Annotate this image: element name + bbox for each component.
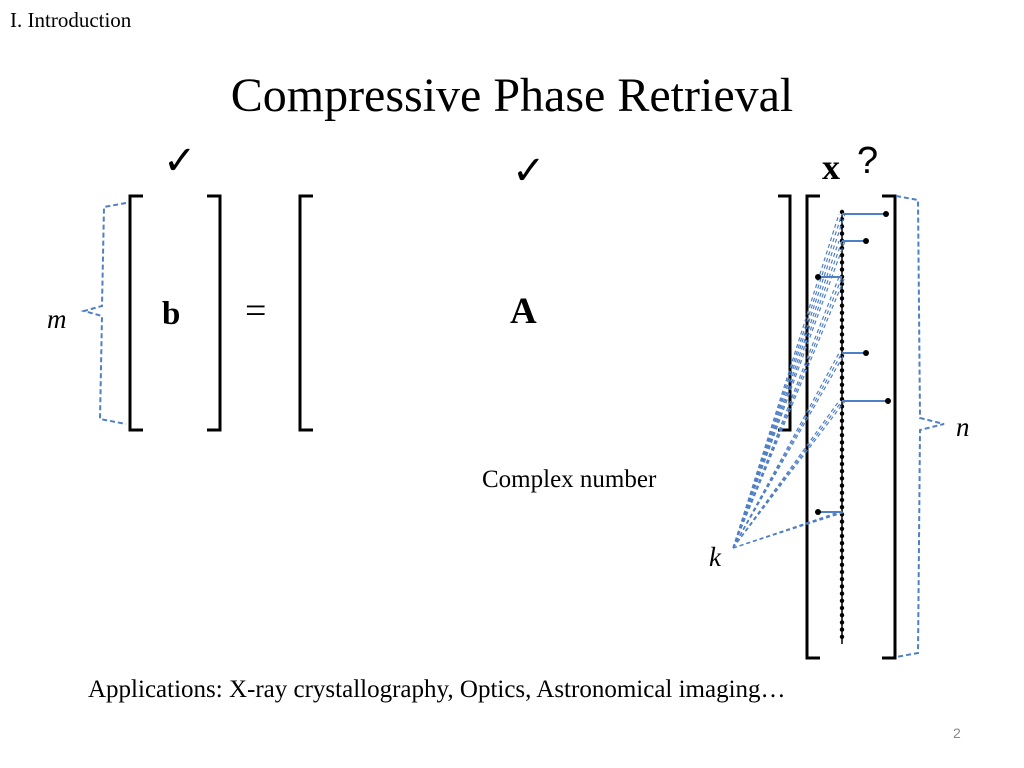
vector-entry-dot	[839, 389, 845, 395]
vector-entry-dot	[839, 253, 845, 258]
x-vector-dots	[839, 209, 845, 644]
slide-title: Compressive Phase Retrieval	[230, 69, 794, 122]
vector-entry-dot	[839, 317, 845, 323]
question-mark: ?	[857, 140, 879, 182]
k-dashed-line	[732, 400, 846, 549]
vector-entry-dot	[839, 454, 845, 459]
x-right-bracket	[882, 194, 897, 660]
vector-entry-dot	[839, 627, 845, 632]
k-dashed-line	[732, 240, 843, 549]
applications-text: Applications: X-ray crystallography, Opt…	[88, 676, 786, 703]
k-dashed-line	[732, 276, 840, 549]
nonzero-tip	[815, 274, 821, 280]
vector-entry-dot	[839, 533, 845, 539]
vector-entry-dot	[839, 411, 845, 416]
nonzero-tip	[863, 238, 869, 244]
vector-entry-dot	[839, 325, 845, 330]
equals-sign: =	[245, 290, 267, 332]
k-dashed-line	[732, 400, 840, 549]
nonzero-tip	[863, 350, 869, 356]
vector-entry-dot	[839, 505, 845, 510]
vector-entry-dot	[839, 440, 845, 445]
vector-entry-dot	[839, 548, 845, 553]
k-dashed-line	[732, 352, 843, 549]
vector-entry-dot	[839, 562, 845, 567]
checkmark-icon: ✓	[163, 138, 197, 184]
matrix-A: A	[510, 291, 537, 332]
k-dashed-line	[732, 511, 840, 549]
k-dashed-line	[732, 511, 846, 549]
vector-entry-dot	[839, 267, 845, 272]
vector-entry-dot	[839, 634, 845, 639]
label-n: n	[956, 412, 970, 442]
vector-entry-dot	[839, 519, 845, 524]
vector-entry-dot	[839, 476, 845, 481]
checkmark-icon: ✓	[512, 148, 546, 194]
vector-entry-dot	[839, 346, 845, 351]
page-number: 2	[953, 725, 961, 741]
vector-entry-dot	[839, 433, 845, 438]
vector-entry-dot	[839, 310, 845, 315]
k-dashed-line	[732, 400, 843, 549]
vector-entry-dot	[839, 245, 845, 251]
nonzero-tip	[883, 211, 889, 217]
vector-entry-dot	[839, 598, 845, 603]
x-left-bracket	[805, 194, 820, 660]
vector-entry-dot	[839, 569, 845, 575]
vector-entry-dot	[839, 591, 845, 596]
A-left-bracket	[298, 194, 313, 432]
vector-entry-dot	[839, 404, 845, 409]
n-brace	[895, 195, 945, 658]
vector-b: b	[162, 296, 181, 332]
vector-entry-dot	[839, 296, 845, 301]
vector-entry-dot	[839, 375, 845, 380]
nonzero-tip	[815, 509, 821, 515]
k-dashed-line	[732, 240, 846, 549]
vector-entry-dot	[839, 490, 845, 495]
vector-entry-dot	[839, 303, 845, 308]
k-dashed-line	[732, 352, 840, 549]
vector-entry-dot	[839, 260, 845, 265]
vector-entry-dot	[839, 605, 845, 611]
vector-entry-dot	[839, 584, 845, 589]
vector-entry-dot	[839, 447, 845, 452]
label-m: m	[47, 304, 67, 334]
k-dashed-line	[732, 240, 840, 549]
k-dashed-line	[732, 352, 846, 549]
vector-entry-dot	[839, 483, 845, 488]
vector-entry-dot	[839, 281, 845, 287]
vector-entry-dot	[839, 541, 845, 546]
vector-entry-dot	[839, 382, 845, 387]
vector-entry-dot	[839, 368, 845, 373]
label-k: k	[709, 542, 721, 572]
vector-entry-dot	[839, 526, 845, 531]
vector-entry-dot	[839, 231, 845, 236]
vector-entry-dot	[839, 461, 845, 467]
A-right-bracket	[778, 194, 792, 432]
vector-entry-dot	[839, 555, 845, 560]
k-dashed-line	[732, 213, 840, 549]
vector-entry-dot	[839, 577, 845, 582]
b-right-bracket	[207, 194, 222, 432]
vector-entry-dot	[839, 289, 845, 294]
vector-x: x	[822, 147, 840, 187]
k-sparsity-lines	[732, 213, 846, 549]
vector-entry-dot	[839, 620, 845, 625]
m-brace	[80, 202, 127, 425]
vector-entry-dot	[839, 425, 845, 431]
section-label: I. Introduction	[10, 8, 132, 32]
vector-entry-dot	[839, 361, 845, 366]
vector-entry-dot	[839, 613, 845, 618]
b-left-bracket	[128, 194, 143, 432]
complex-number-note: Complex number	[482, 466, 657, 493]
nonzero-entries	[815, 211, 891, 515]
vector-entry-dot	[839, 497, 845, 503]
vector-entry-dot	[839, 469, 845, 474]
vector-entry-dot	[839, 332, 845, 337]
vector-entry-dot	[839, 339, 845, 344]
nonzero-tip	[885, 398, 891, 404]
vector-entry-dot	[839, 418, 845, 423]
